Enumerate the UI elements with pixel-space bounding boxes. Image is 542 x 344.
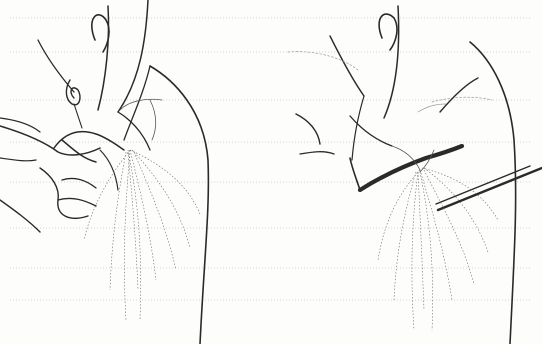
right-shoulder [470,42,516,344]
left-neck-vessel [66,80,80,105]
left-hand-upper [0,126,100,155]
right-ear [379,14,397,50]
right-jaw [330,36,364,96]
marker-line-right [432,97,492,102]
right-panel [288,6,542,344]
clavicle-bar [360,146,462,190]
left-hand-lower [40,168,88,218]
instrument-rod [438,168,542,210]
left-shoulder [150,66,208,344]
left-ear [92,15,109,52]
upper-marker-line [288,52,358,70]
left-muscle-fibres [84,150,200,320]
